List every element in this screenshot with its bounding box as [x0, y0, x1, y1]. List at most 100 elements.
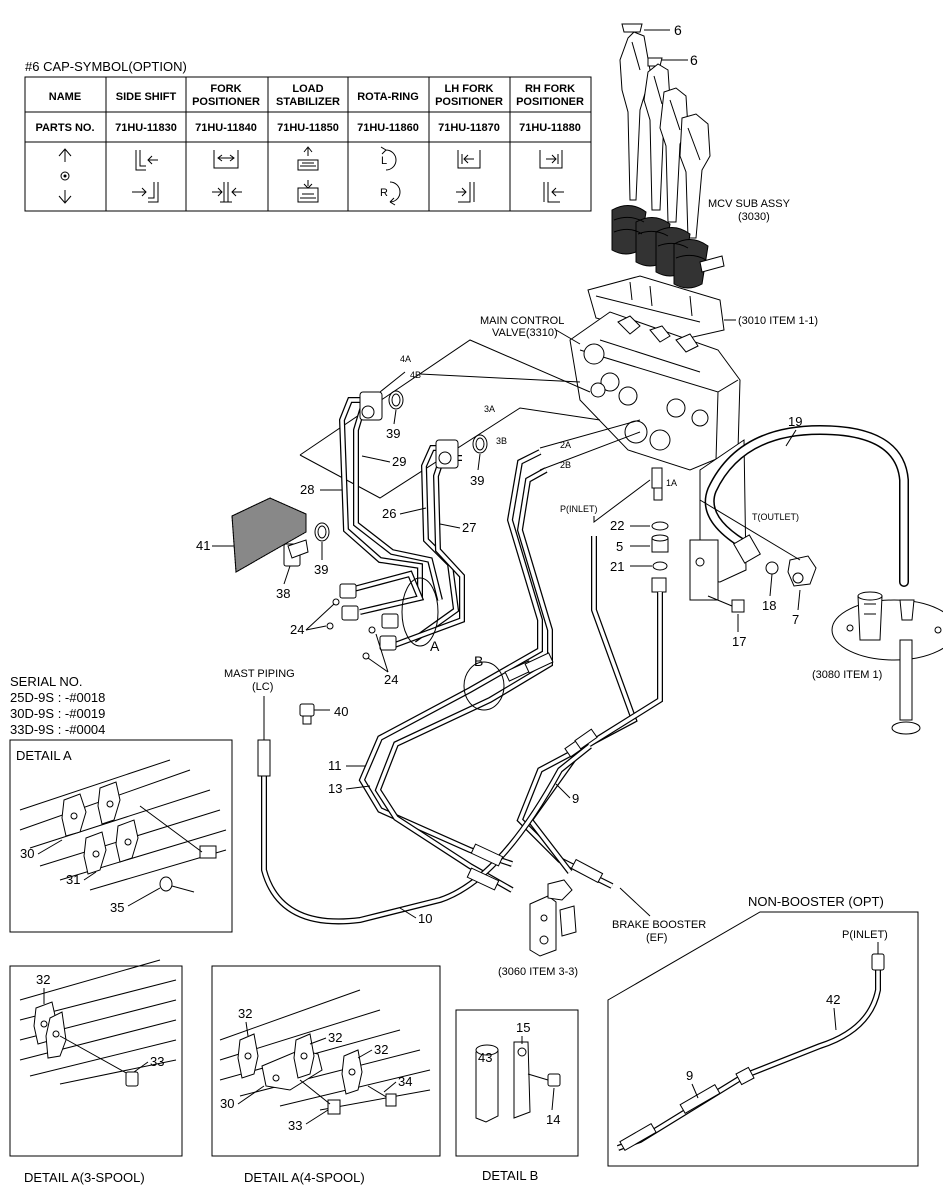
col-name-load-stabilizer-2: STABILIZER	[276, 96, 340, 108]
part-39a-label: 39	[386, 426, 400, 441]
port-1a: 1A	[666, 478, 677, 488]
part-22-label: 22	[610, 518, 624, 533]
detail-b-14: 14	[546, 1112, 560, 1127]
brake-booster-label-2: (EF)	[646, 932, 667, 944]
part-no-rh-fork: 71HU-11880	[519, 122, 581, 134]
detail-a-31: 31	[66, 872, 80, 887]
o-rings-24	[326, 598, 376, 660]
part-24b-label: 24	[384, 672, 398, 687]
mast-piping-label-2: (LC)	[252, 681, 273, 693]
part-6a-label: 6	[674, 22, 682, 38]
port-4a: 4A	[400, 354, 411, 364]
detail-b-43: 43	[478, 1050, 492, 1065]
part-17-label: 17	[732, 634, 746, 649]
detail-a-box: DETAIL A 30 31 35	[9, 739, 233, 933]
fitting-40	[299, 703, 315, 725]
row-header-parts-no: PARTS NO.	[35, 122, 94, 134]
port-3b: 3B	[496, 436, 507, 446]
hydraulic-tank-filler	[831, 591, 943, 735]
symbol-side-shift-icon	[132, 150, 159, 203]
port-3a: 3A	[484, 404, 495, 414]
detail-4spool-30: 30	[220, 1096, 234, 1111]
symbol-rota-ring-icon: L R	[380, 146, 401, 206]
part-18-label: 18	[762, 598, 776, 613]
rota-ring-r: R	[380, 187, 388, 199]
col-name-lh-fork-1: LH FORK	[445, 83, 494, 95]
detail-3spool-33: 33	[150, 1054, 164, 1069]
row-header-name: NAME	[49, 91, 81, 103]
col-name-load-stabilizer-1: LOAD	[292, 83, 323, 95]
brake-booster-label-1: BRAKE BOOSTER	[612, 919, 706, 931]
mcv-sub-assy-label-1: MCV SUB ASSY	[708, 198, 791, 210]
symbol-lift-tilt-icon	[58, 148, 72, 204]
fittings-22-5-21	[651, 521, 669, 593]
detail-4spool-caption: DETAIL A(4-SPOOL)	[244, 1170, 365, 1185]
part-9-label: 9	[572, 791, 579, 806]
part-no-fork-positioner: 71HU-11840	[195, 122, 257, 134]
bolt-38	[283, 539, 309, 567]
col-name-fork-positioner-1: FORK	[210, 83, 241, 95]
part-39c-label: 39	[314, 562, 328, 577]
non-booster-p-inlet: P(INLET)	[842, 929, 888, 941]
part-13-label: 13	[328, 781, 342, 796]
tank-return-hose	[704, 424, 909, 587]
mcv-label-1: MAIN CONTROL	[480, 315, 564, 327]
item-3060-label: (3060 ITEM 3-3)	[498, 966, 578, 978]
symbol-load-stabilizer-icon	[297, 146, 319, 203]
serial-line-3: 33D-9S : -#0004	[10, 722, 105, 737]
detail-4spool-34: 34	[398, 1074, 412, 1089]
detail-4spool-32c: 32	[374, 1042, 388, 1057]
detail-b-caption: DETAIL B	[482, 1168, 538, 1183]
part-7-label: 7	[792, 612, 799, 627]
detail-4spool-33: 33	[288, 1118, 302, 1133]
part-11-label: 11	[328, 758, 342, 773]
mcv-levers	[611, 23, 725, 289]
t-outlet-label: T(OUTLET)	[752, 512, 799, 522]
symbol-lh-fork-icon	[456, 150, 481, 203]
steel-pipes	[338, 391, 465, 651]
part-39b-label: 39	[470, 473, 484, 488]
serial-line-1: 25D-9S : -#0018	[10, 690, 105, 705]
col-name-lh-fork-2: POSITIONER	[435, 96, 503, 108]
col-name-rh-fork-1: RH FORK	[525, 83, 575, 95]
symbol-fork-positioner-icon	[212, 150, 242, 203]
part-no-rota-ring: 71HU-11860	[357, 122, 419, 134]
main-control-valve	[569, 275, 747, 601]
port-4b: 4B	[410, 370, 421, 380]
part-6b-label: 6	[690, 52, 698, 68]
cap-symbol-table: #6 CAP-SYMBOL(OPTION) NAME PARTS NO. SID…	[24, 59, 592, 212]
part-5-label: 5	[616, 539, 623, 554]
bolt-17	[707, 595, 745, 613]
part-40-label: 40	[334, 704, 348, 719]
detail-b-box: 15 43 14	[455, 1009, 579, 1157]
item-3080-label: (3080 ITEM 1)	[812, 669, 882, 681]
part-no-side-shift: 71HU-11830	[115, 122, 177, 134]
symbol-rh-fork-icon	[539, 150, 564, 203]
part-no-load-stabilizer: 71HU-11850	[277, 122, 339, 134]
detail-a-3spool-box: 32 33	[9, 959, 183, 1157]
col-name-fork-positioner-2: POSITIONER	[192, 96, 260, 108]
detail-a-title: DETAIL A	[16, 748, 72, 763]
detail-4spool-32a: 32	[238, 1006, 252, 1021]
non-booster-box: P(INLET) 42 9	[607, 911, 919, 1167]
serial-line-2: 30D-9S : -#0019	[10, 706, 105, 721]
plate-41	[231, 497, 307, 573]
col-name-rota-ring: ROTA-RING	[357, 91, 419, 103]
part-24a-label: 24	[290, 622, 304, 637]
port-2b: 2B	[560, 460, 571, 470]
part-28-label: 28	[300, 482, 314, 497]
part-41-label: 41	[196, 538, 210, 553]
mcv-sub-assy-label-2: (3030)	[738, 211, 770, 223]
part-38-label: 38	[276, 586, 290, 601]
hydraulic-hoses	[257, 449, 663, 925]
mcv-label-2: VALVE(3310)	[492, 327, 558, 339]
part-27-label: 27	[462, 520, 476, 535]
cap-symbol-title: #6 CAP-SYMBOL(OPTION)	[25, 59, 187, 74]
p-inlet-label: P(INLET)	[560, 504, 598, 514]
non-booster-9: 9	[686, 1068, 693, 1083]
detail-4spool-32b: 32	[328, 1030, 342, 1045]
port-2a: 2A	[560, 440, 571, 450]
col-name-side-shift: SIDE SHIFT	[116, 91, 177, 103]
rota-ring-l: L	[381, 155, 387, 167]
